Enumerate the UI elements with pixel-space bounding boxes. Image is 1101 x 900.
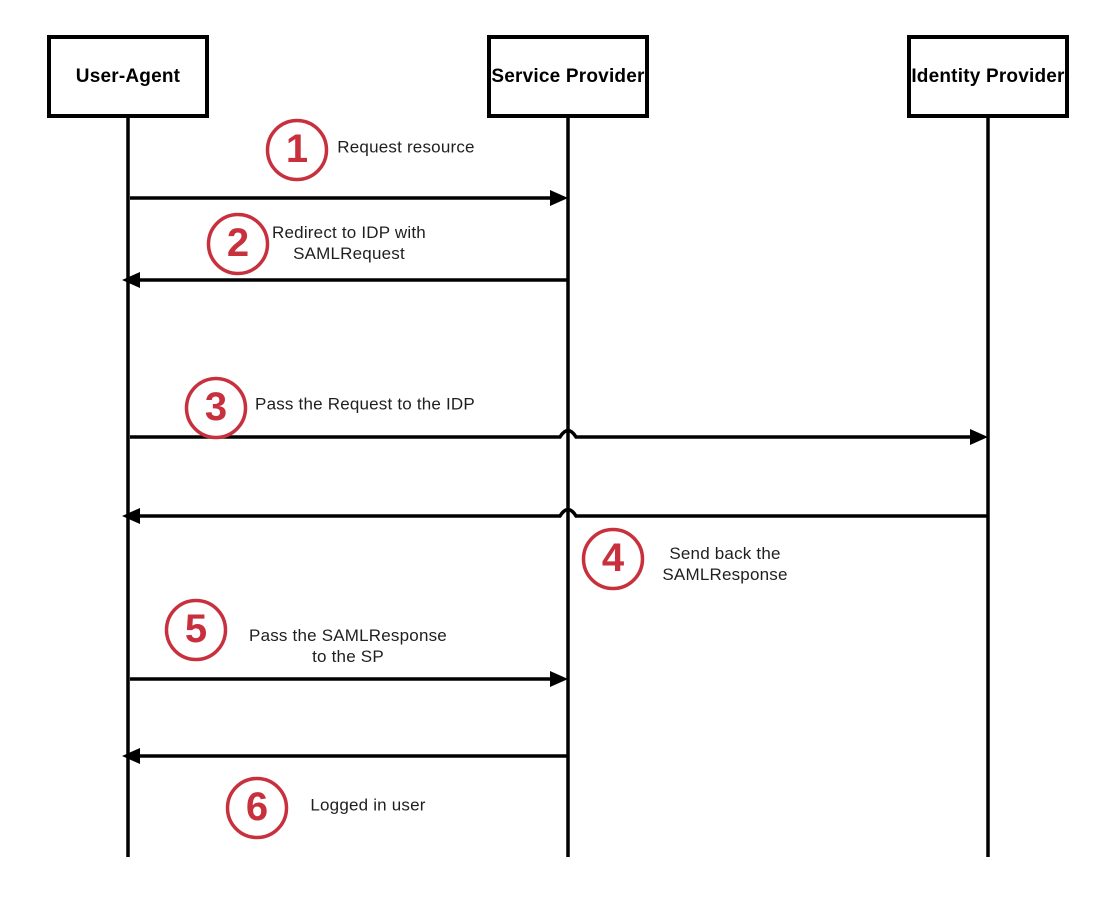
- step-badge-circle-2: [206, 212, 270, 276]
- message-arrow-step-1: [130, 190, 568, 206]
- step-number-2: 2: [226, 220, 250, 265]
- step-number-4: 4: [601, 535, 625, 580]
- step-badge-circle-5: [164, 598, 228, 662]
- step-label-4: Send back the SAMLResponse: [662, 544, 788, 584]
- actor-box-service-provider: Service Provider: [487, 35, 649, 118]
- step-label-2: Redirect to IDP with SAMLRequest: [272, 223, 426, 263]
- step-badge-circle-6: [225, 776, 289, 840]
- step-label-3: Pass the Request to the IDP: [255, 394, 475, 414]
- step-number-6: 6: [245, 784, 269, 829]
- step-label-1: Request resource: [337, 137, 475, 157]
- step-number-1: 1: [285, 126, 309, 171]
- actor-box-identity-provider: Identity Provider: [907, 35, 1069, 118]
- message-arrow-step-3: [130, 428, 988, 445]
- actor-label-identity-provider: Identity Provider: [911, 65, 1065, 87]
- actor-box-user-agent: User-Agent: [47, 35, 209, 118]
- step-badge-circle-4: [581, 527, 645, 591]
- step-badge-circle-1: [265, 118, 329, 182]
- message-arrow-step-4: [122, 507, 988, 524]
- step-badge-circle-3: [184, 376, 248, 440]
- step-label-5: Pass the SAMLResponse to the SP: [249, 626, 447, 666]
- step-number-3: 3: [204, 384, 228, 429]
- message-arrow-step-5: [130, 671, 568, 687]
- message-arrow-step-6: [122, 748, 568, 764]
- step-number-5: 5: [184, 606, 208, 651]
- message-arrow-step-2: [122, 272, 568, 288]
- actor-label-service-provider: Service Provider: [491, 65, 645, 87]
- actor-label-user-agent: User-Agent: [75, 65, 181, 87]
- step-label-6: Logged in user: [310, 795, 426, 815]
